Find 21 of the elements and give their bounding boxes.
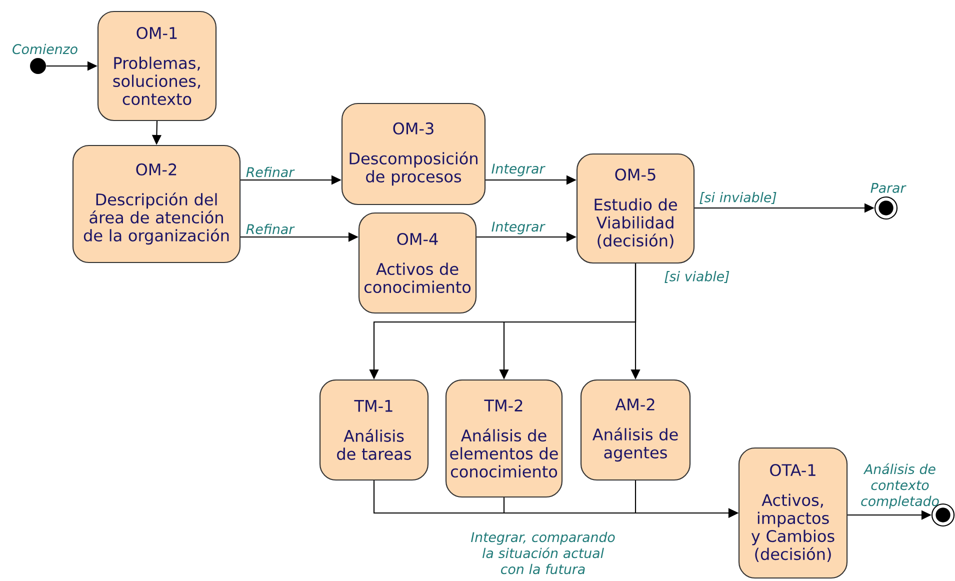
state-label: Comienzo	[12, 44, 78, 54]
edge-label: Integrar	[492, 164, 546, 176]
process-box: OM-1 Problemas, soluciones, contexto	[97, 10, 217, 122]
start-dot	[30, 58, 46, 74]
edge-label: Integrar, comparando la situación actual con la futura	[471, 532, 615, 574]
process-box: OM-3 Descomposición de procesos	[341, 102, 486, 206]
edge-label: Análisis de contexto completado	[861, 463, 939, 509]
process-box: OM-4 Activos de conocimiento	[358, 212, 477, 314]
edge-label: Integrar	[492, 222, 546, 234]
process-box: OM-5 Estudio de Viabilidad (decisión)	[576, 153, 695, 264]
state-label: Parar	[870, 183, 906, 193]
end-bullseye	[874, 196, 898, 220]
edge-label: [si viable]	[664, 271, 730, 283]
edge-label: Refinar	[246, 224, 295, 234]
edge-label: Refinar	[246, 166, 295, 178]
process-box: TM-1 Análisis de tareas	[319, 379, 429, 481]
process-box: OTA-1 Activos, impactos y Cambios (decisión)	[738, 447, 848, 579]
edge-label: [si inviable]	[700, 192, 776, 204]
process-box: TM-2 Análisis de elementos de conocimiento	[445, 379, 563, 498]
process-box: AM-2 Análisis de agentes	[580, 379, 691, 481]
process-box: OM-2 Descripción del área de atención de la organización	[72, 144, 241, 264]
